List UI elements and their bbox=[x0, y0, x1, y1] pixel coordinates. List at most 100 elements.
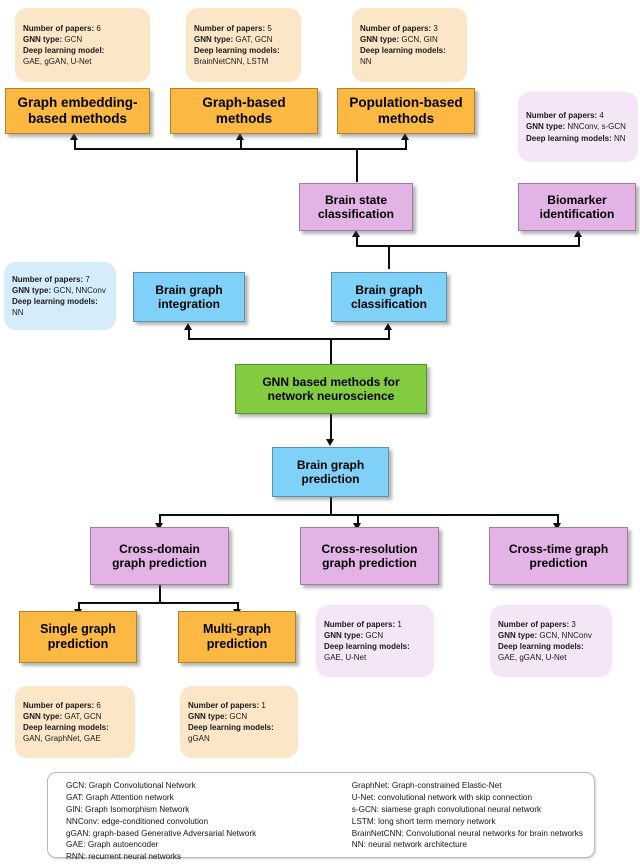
info-box-multi-graph: Number of papers: 1 GNN type: GCN Deep l… bbox=[180, 686, 298, 758]
legend-column-right: GraphNet: Graph-constrained Elastic-Net … bbox=[352, 780, 594, 857]
info-dl-label: Deep learning models: bbox=[194, 46, 280, 55]
legend-item: NNConv: edge-conditioned convolution bbox=[66, 816, 209, 826]
connector-classification-bus bbox=[356, 245, 580, 247]
legend-item: s-GCN: siamese graph convolutional neura… bbox=[351, 804, 542, 814]
connector-cross-domain-down bbox=[159, 585, 161, 603]
connector-root-to-prediction bbox=[330, 414, 332, 441]
node-brain-graph-prediction[interactable]: Brain graph prediction bbox=[272, 447, 389, 497]
arrow-to-brain-state bbox=[352, 230, 360, 237]
info-gnn-type: GNN type: GAT, GCN bbox=[194, 34, 273, 44]
info-dl-label: Deep learning models: bbox=[12, 297, 98, 306]
info-papers: Number of papers: 3 bbox=[498, 619, 576, 629]
legend-item: BrainNetCNN: Convolutional neural networ… bbox=[351, 828, 583, 838]
info-box-single-graph: Number of papers: 6 GNN type: GAT, GCN D… bbox=[15, 686, 135, 758]
legend-item: GCN: Graph Convolutional Network bbox=[66, 781, 196, 790]
info-dl-value: BrainNetCNN, LSTM bbox=[194, 57, 269, 67]
legend-item: GAT: Graph Attention network bbox=[66, 792, 174, 802]
info-papers: Number of papers: 1 bbox=[188, 700, 266, 710]
info-dl-label: Deep learning models: bbox=[498, 642, 584, 651]
connector-single-stem bbox=[78, 602, 80, 611]
legend-item: GraphNet: Graph-constrained Elastic-Net bbox=[351, 781, 502, 790]
info-gnn-type: GNN type: GCN, GIN bbox=[360, 34, 438, 44]
info-papers: Number of papers: 1 bbox=[324, 619, 402, 629]
info-gnn-type: GNN type: GCN bbox=[23, 34, 83, 44]
arrow-to-graph-embedding bbox=[70, 133, 78, 140]
connector-mid-bus bbox=[188, 338, 390, 340]
info-papers: Number of papers: 3 bbox=[360, 23, 438, 33]
connector-cross-resolution-stem bbox=[357, 514, 359, 525]
info-dl-label: Deep learning model: bbox=[23, 46, 105, 55]
info-dl-value: GAN, GraphNet, GAE bbox=[23, 734, 101, 744]
legend-item: GIN: Graph Isomorphism Network bbox=[66, 804, 190, 814]
connector-biomarker-stem bbox=[578, 237, 580, 247]
arrow-to-population-based bbox=[401, 133, 409, 140]
info-box-cross-resolution: Number of papers: 1 GNN type: GCN Deep l… bbox=[316, 605, 434, 677]
info-gnn-type: GNN type: GCN, NNConv bbox=[12, 285, 106, 295]
legend-item: LSTM: long short term memory network bbox=[351, 816, 496, 826]
info-dl-label: Deep learning models: bbox=[23, 723, 109, 732]
legend-item: GAE: Graph autoencoder bbox=[66, 840, 159, 850]
node-graph-embedding-based-methods[interactable]: Graph embedding- based methods bbox=[5, 88, 150, 134]
info-dl-label: Deep learning models: bbox=[188, 723, 274, 732]
info-gnn-type: GNN type: GCN, NNConv bbox=[498, 630, 592, 640]
info-gnn-type: GNN type: NNConv, s-GCN bbox=[526, 122, 626, 132]
node-brain-state-classification[interactable]: Brain state classification bbox=[299, 183, 413, 231]
connector-bgc-up bbox=[388, 245, 390, 269]
info-dl-label: Deep learning models: bbox=[324, 642, 410, 651]
info-papers: Number of papers: 6 bbox=[23, 700, 101, 710]
node-single-graph-prediction[interactable]: Single graph prediction bbox=[19, 611, 137, 663]
connector-root-up bbox=[330, 338, 332, 364]
legend-column-left: GCN: Graph Convolutional Network GAT: Gr… bbox=[48, 780, 352, 861]
info-dl: Deep learning models: NN bbox=[526, 133, 626, 143]
abbreviation-legend: GCN: Graph Convolutional Network GAT: Gr… bbox=[47, 772, 595, 861]
connector-cross-time-stem bbox=[557, 514, 559, 525]
node-graph-based-methods[interactable]: Graph-based methods bbox=[170, 88, 318, 134]
info-box-brain-graph-integration: Number of papers: 7 GNN type: GCN, NNCon… bbox=[4, 262, 116, 330]
info-papers: Number of papers: 4 bbox=[526, 111, 604, 121]
legend-item: U-Net: convolutional network with skip c… bbox=[351, 792, 533, 802]
connector-prediction-down bbox=[330, 497, 332, 515]
info-papers: Number of papers: 6 bbox=[23, 23, 101, 33]
connector-integration-stem bbox=[188, 330, 190, 340]
arrow-to-brain-graph-classification bbox=[384, 323, 392, 330]
legend-item: gGAN: graph-based Generative Adversarial… bbox=[66, 828, 257, 838]
info-gnn-type: GNN type: GCN bbox=[324, 630, 384, 640]
node-biomarker-identification[interactable]: Biomarker identification bbox=[518, 183, 636, 231]
arrow-to-brain-graph-integration bbox=[184, 323, 192, 330]
node-population-based-methods[interactable]: Population-based methods bbox=[337, 88, 475, 134]
arrow-to-brain-graph-prediction bbox=[326, 439, 334, 446]
info-box-graph-embedding: Number of papers: 6 GNN type: GCN Deep l… bbox=[15, 8, 150, 82]
info-dl-label: Deep learning models: bbox=[360, 46, 446, 55]
info-dl-value: NN bbox=[360, 57, 372, 67]
info-box-cross-time: Number of papers: 3 GNN type: GCN, NNCon… bbox=[490, 605, 612, 677]
info-dl-value: gGAN bbox=[188, 734, 210, 744]
connector-top-stem-3 bbox=[405, 140, 407, 150]
info-box-graph-based: Number of papers: 5 GNN type: GAT, GCN D… bbox=[186, 8, 301, 82]
node-brain-graph-classification[interactable]: Brain graph classification bbox=[331, 272, 447, 322]
connector-prediction-bus bbox=[159, 514, 559, 516]
info-papers: Number of papers: 5 bbox=[194, 23, 272, 33]
connector-classification-stem bbox=[388, 330, 390, 340]
arrow-to-cross-domain bbox=[155, 523, 163, 530]
info-dl-value: GAE, U-Net bbox=[324, 653, 367, 663]
node-cross-time-graph-prediction[interactable]: Cross-time graph prediction bbox=[489, 527, 628, 585]
connector-brain-state-up bbox=[356, 148, 358, 182]
node-brain-graph-integration[interactable]: Brain graph integration bbox=[133, 272, 245, 322]
info-dl-value: GAE, gGAN, U-Net bbox=[498, 653, 567, 663]
node-cross-domain-graph-prediction[interactable]: Cross-domain graph prediction bbox=[90, 527, 229, 585]
info-box-biomarker: Number of papers: 4 GNN type: NNConv, s-… bbox=[518, 92, 638, 162]
node-root-gnn-based-methods[interactable]: GNN based methods for network neuroscien… bbox=[235, 364, 427, 414]
connector-top-stem-1 bbox=[74, 140, 76, 150]
info-gnn-type: GNN type: GAT, GCN bbox=[23, 711, 102, 721]
arrow-to-cross-time bbox=[553, 523, 561, 530]
info-box-population-based: Number of papers: 3 GNN type: GCN, GIN D… bbox=[352, 8, 467, 82]
legend-item: NN: neural network architecture bbox=[351, 840, 467, 850]
info-gnn-type: GNN type: GCN bbox=[188, 711, 248, 721]
node-multi-graph-prediction[interactable]: Multi-graph prediction bbox=[178, 611, 296, 663]
node-cross-resolution-graph-prediction[interactable]: Cross-resolution graph prediction bbox=[300, 527, 439, 585]
legend-item: RNN: recurrent neural networks bbox=[66, 852, 182, 862]
arrow-to-graph-based bbox=[236, 133, 244, 140]
info-dl-value: NN bbox=[12, 308, 24, 318]
connector-multi-stem bbox=[237, 602, 239, 611]
